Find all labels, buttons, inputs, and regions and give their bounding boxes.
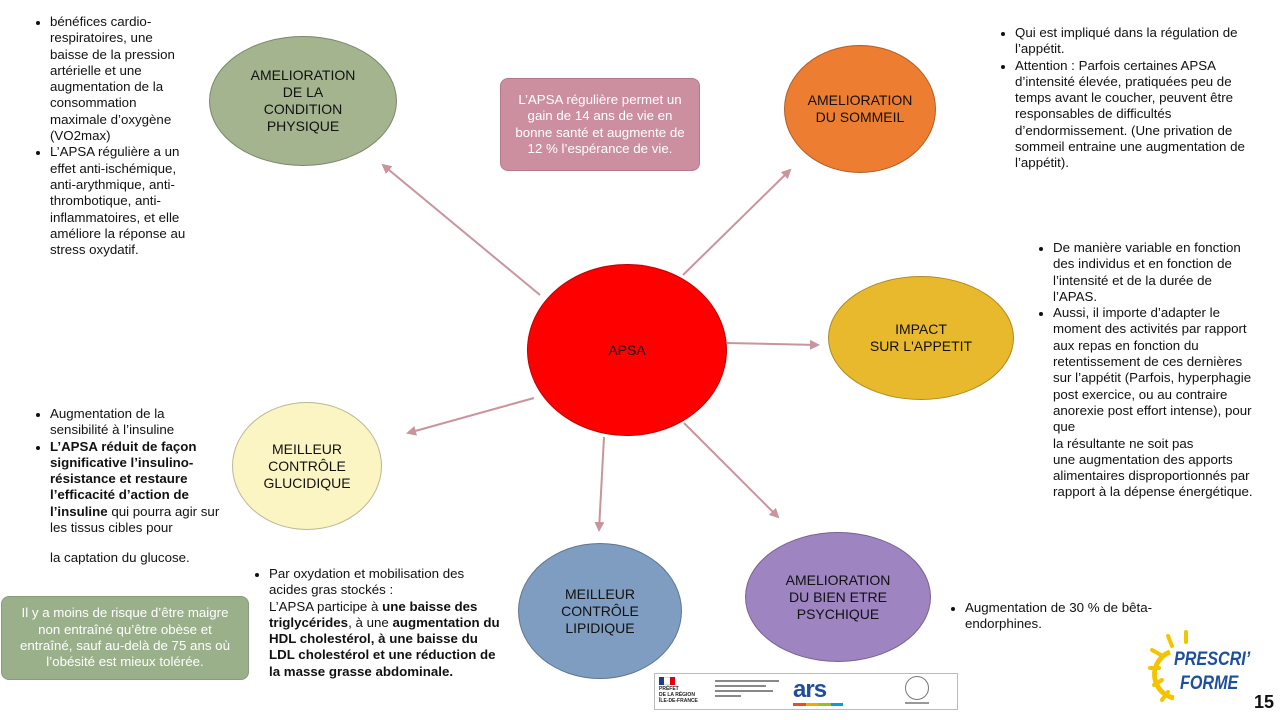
note-physique-2: L’APSA régulière a un effet anti-ischémi… [50, 144, 190, 258]
note-lipid-2d: augmentation du HDL cholestérol, à une b… [269, 614, 500, 679]
node-glucidique-label: MEILLEUR CONTRÔLE GLUCIDIQUE [263, 440, 351, 491]
notes-lipidique: Par oxydation et mobilisation des acides… [249, 566, 504, 680]
node-lipidique: MEILLEUR CONTRÔLE LIPIDIQUE [518, 543, 682, 679]
node-appetit: IMPACT SUR L'APPETIT [828, 276, 1014, 400]
note-appetit-2: Aussi, il importe d’adapter le moment de… [1053, 305, 1258, 435]
notes-physique: bénéfices cardio-respiratoires, une bais… [30, 14, 190, 258]
node-condition-physique: AMELIORATION DE LA CONDITION PHYSIQUE [209, 36, 397, 166]
note-gluc-2-bold: L’APSA réduit de façon significative l’i… [50, 438, 197, 519]
node-psychique-label: AMELIORATION DU BIEN ETRE PSYCHIQUE [785, 571, 891, 622]
arrow-to-lipidique [594, 436, 605, 532]
note-lipid-1: Par oxydation et mobilisation des acides… [269, 566, 504, 599]
node-psychique: AMELIORATION DU BIEN ETRE PSYCHIQUE [745, 532, 931, 662]
ars-color-bar [793, 703, 843, 706]
arrow-to-psychique [683, 422, 780, 519]
note-psych-1: Augmentation de 30 % de bêta-endorphines… [965, 600, 1170, 633]
note-physique-1: bénéfices cardio-respiratoires, une bais… [50, 14, 190, 144]
node-lipidique-label: MEILLEUR CONTRÔLE LIPIDIQUE [561, 585, 639, 636]
note-sommeil-1: Qui est impliqué dans la régulation de l… [1015, 25, 1265, 58]
marianne-flag-icon [659, 677, 675, 685]
prescriforme-line2: FORME [1180, 673, 1239, 694]
node-sommeil-label: AMELIORATION DU SOMMEIL [807, 92, 913, 125]
page-number: 15 [1254, 692, 1275, 712]
note-gluc-2: L’APSA réduit de façon significative l’i… [50, 439, 220, 537]
obesite-box: Il y a moins de risque d’être maigre non… [1, 596, 249, 680]
note-gluc-1: Augmentation de la sensibilité à l’insul… [50, 406, 220, 439]
notes-psychique: Augmentation de 30 % de bêta-endorphines… [945, 600, 1170, 633]
arrow-to-appetit [726, 339, 820, 350]
prefet-text: PRÉFET DE LA RÉGION ÎLE-DE-FRANCE [659, 686, 698, 704]
notes-sommeil: Qui est impliqué dans la régulation de l… [995, 25, 1265, 172]
node-sommeil: AMELIORATION DU SOMMEIL [784, 45, 936, 173]
esperance-text: L’APSA régulière permet un gain de 14 an… [515, 91, 685, 156]
ministry-text-lines [715, 680, 779, 697]
notes-glucidique: Augmentation de la sensibilité à l’insul… [30, 406, 220, 567]
node-condition-physique-label: AMELIORATION DE LA CONDITION PHYSIQUE [250, 67, 356, 134]
arrow-to-glucidique [406, 397, 535, 436]
note-appetit-3: la résultante ne soit pas une augmentati… [1053, 435, 1253, 500]
node-center-label: APSA [608, 341, 646, 358]
sun-icon [1148, 630, 1188, 702]
obesite-text: Il y a moins de risque d’être maigre non… [20, 605, 230, 670]
node-appetit-label: IMPACT SUR L'APPETIT [869, 321, 973, 354]
note-gluc-3: la captation du glucose. [50, 550, 190, 566]
note-sommeil-2: Attention : Parfois certaines APSA d’int… [1015, 58, 1265, 172]
note-lipid-2b: une baisse des triglycérides [269, 598, 478, 630]
note-appetit-1: De manière variable en fonction des indi… [1053, 240, 1258, 305]
note-lipid-2: L’APSA participe à une baisse des trigly… [249, 599, 504, 680]
esperance-box: L’APSA régulière permet un gain de 14 an… [500, 78, 700, 171]
node-center-apsa: APSA [527, 264, 727, 436]
partner-logos-banner: PRÉFET DE LA RÉGION ÎLE-DE-FRANCE ars [654, 673, 958, 710]
note-gluc-2-rest: qui pourra agir sur les tissus cibles po… [50, 503, 220, 536]
note-lipid-2c: , à une [348, 614, 393, 630]
seal-caption-lines [905, 702, 929, 704]
arrow-to-sommeil [682, 168, 792, 276]
seal-icon [905, 676, 929, 700]
note-lipid-2a: L’APSA participe à [269, 598, 383, 614]
prescriforme-logo: PRESCRI’ FORME [1148, 630, 1251, 706]
prescriforme-line1: PRESCRI’ [1174, 649, 1251, 670]
notes-appetit: De manière variable en fonction des indi… [1033, 240, 1258, 501]
arrow-to-physique [381, 163, 541, 296]
node-glucidique: MEILLEUR CONTRÔLE GLUCIDIQUE [232, 402, 382, 530]
ars-logo: ars [793, 676, 827, 703]
